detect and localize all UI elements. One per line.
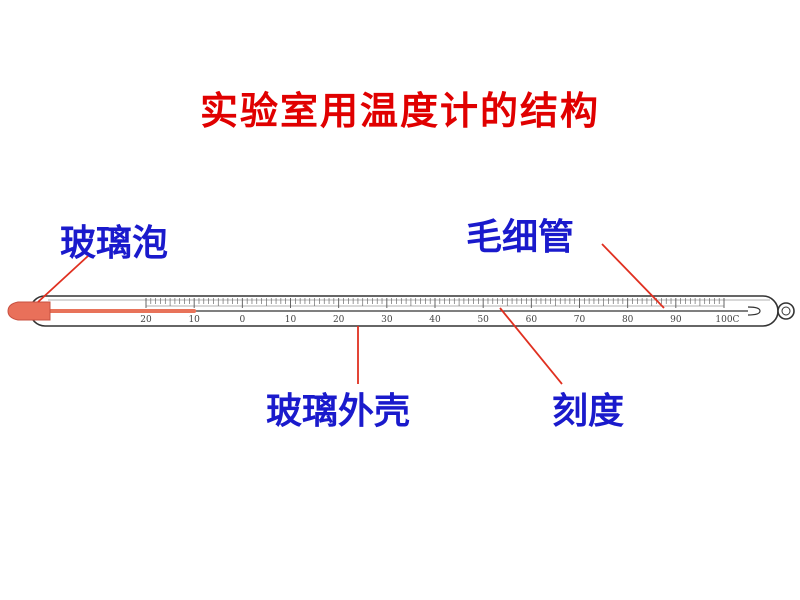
label-capillary: 毛细管 (466, 216, 575, 258)
tick-label: 10 (188, 315, 200, 325)
tick-label: 100 (715, 315, 732, 325)
leader-line-bulb (37, 255, 89, 303)
tick-label: 40 (429, 315, 441, 325)
tick-label: 30 (381, 315, 393, 325)
leader-line-scale (499, 307, 563, 385)
tick-label: 60 (526, 315, 538, 325)
tick-label: 20 (333, 315, 345, 325)
label-glass-bulb: 玻璃泡 (60, 222, 169, 264)
tick-label: 80 (622, 315, 634, 325)
tick-label: 0 (239, 315, 245, 325)
leader-line-capillary (601, 243, 665, 309)
tick-label: 90 (670, 315, 682, 325)
tick-label: 20 (140, 315, 152, 325)
ring-hole (781, 306, 791, 316)
capillary-end (747, 306, 761, 316)
glass-bulb-icon (7, 301, 51, 321)
label-scale: 刻度 (552, 390, 625, 432)
tick-label: 50 (477, 315, 489, 325)
page-title: 实验室用温度计的结构 (199, 88, 600, 133)
label-glass-shell: 玻璃外壳 (266, 390, 411, 432)
scale-ticks (145, 298, 725, 308)
unit-label: C (733, 315, 740, 325)
tick-label: 10 (285, 315, 297, 325)
tick-label: 70 (574, 315, 586, 325)
